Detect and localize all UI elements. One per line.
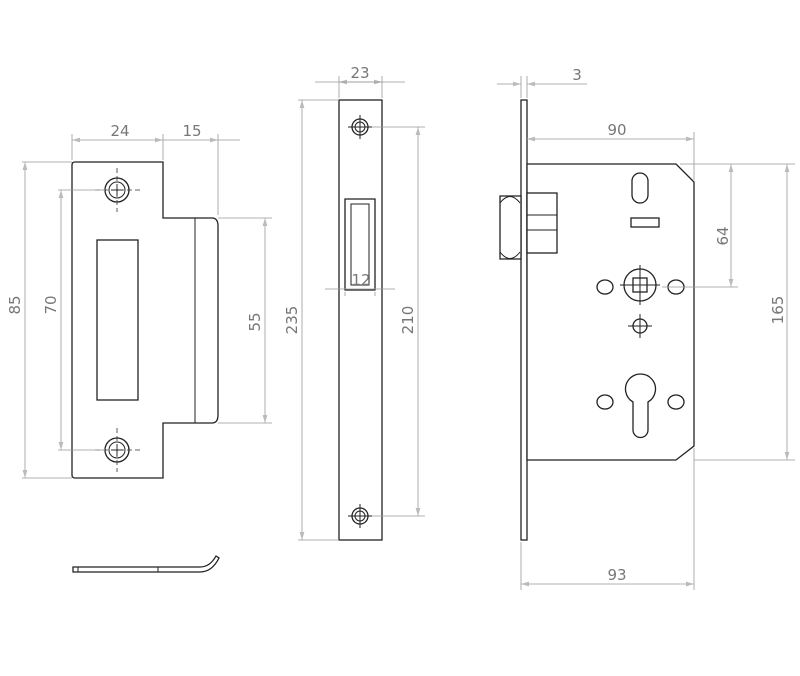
- screw-hole-icon: [95, 428, 140, 472]
- dim-label: 64: [714, 226, 732, 245]
- spindle-icon: [620, 265, 660, 305]
- screw-hole-icon: [348, 504, 372, 528]
- screw-hole-icon: [95, 168, 140, 212]
- dim-label: 93: [607, 566, 626, 584]
- strike-plate-side-profile: [72, 555, 220, 573]
- screw-hole-icon: [628, 314, 652, 338]
- dim-label: 165: [769, 296, 787, 325]
- euro-cylinder-hole: [624, 373, 657, 439]
- strike-slot: [96, 239, 139, 401]
- dim-label: 85: [6, 295, 24, 314]
- dim-label: 235: [283, 306, 301, 335]
- strike-plate: 24 15 85 70 55: [6, 122, 272, 479]
- dim-label: 3: [572, 66, 582, 84]
- dim-label: 55: [246, 312, 264, 331]
- lock-case: 3 90 93 64 165: [497, 66, 795, 590]
- dim-label: 90: [607, 121, 626, 139]
- dim-label: 12: [351, 271, 370, 289]
- forend-plate: 23 235 210 12: [283, 64, 425, 541]
- key-slot: [631, 172, 649, 204]
- dim-label: 70: [42, 295, 60, 314]
- screw-hole-icon: [348, 115, 372, 139]
- dim-label: 15: [182, 122, 201, 140]
- dim-label: 210: [399, 306, 417, 335]
- dim-label: 23: [350, 64, 369, 82]
- dim-label: 24: [110, 122, 129, 140]
